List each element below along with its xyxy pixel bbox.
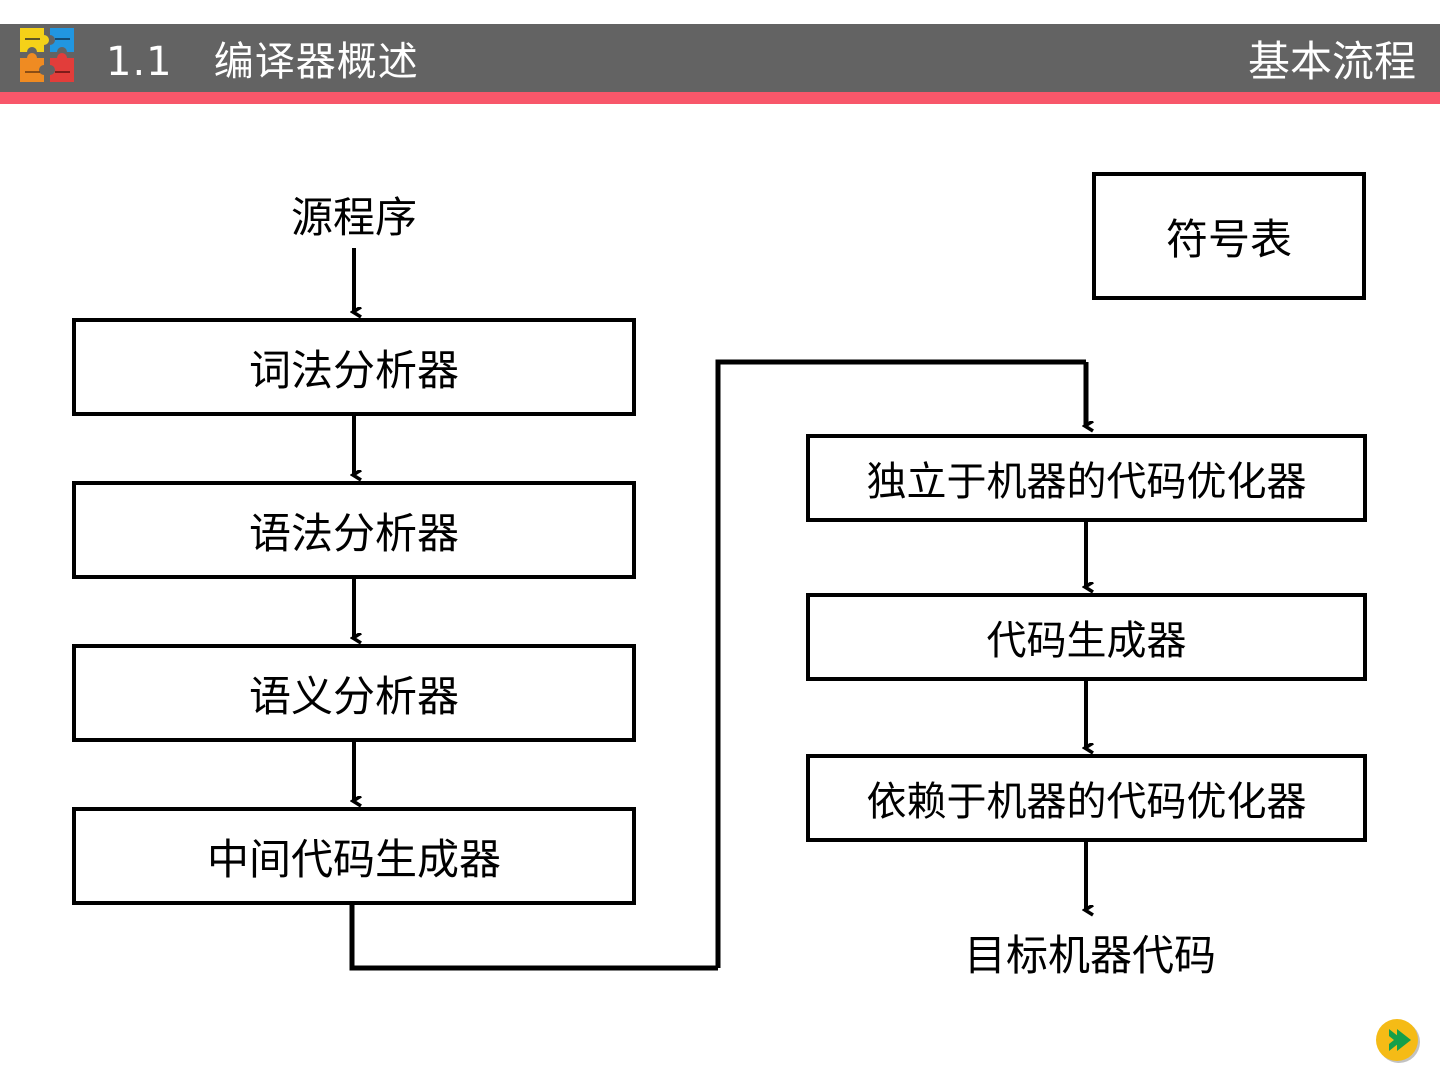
slide-header-bar [0,24,1440,92]
source-program-label: 源程序 [290,192,417,242]
flow-box-intermediate-code-generator[interactable]: 中间代码生成器 [72,807,636,905]
target-machine-code-label: 目标机器代码 [963,930,1216,980]
flow-box-machine-independent-optimizer[interactable]: 独立于机器的代码优化器 [806,434,1367,522]
flow-box-syntax-analyzer[interactable]: 语法分析器 [72,481,636,579]
header-accent-stripe [0,92,1440,104]
puzzle-logo-icon [16,24,82,90]
page-title: 1.1 编译器概述 [106,39,419,85]
chevron-right-icon [1376,1019,1420,1063]
next-slide-button[interactable] [1374,1017,1422,1065]
page-subtitle: 基本流程 [1247,36,1416,86]
flow-box-code-generator[interactable]: 代码生成器 [806,593,1367,681]
flow-box-lexical-analyzer[interactable]: 词法分析器 [72,318,636,416]
flowchart-connectors [349,248,1440,971]
flow-box-symbol-table[interactable]: 符号表 [1092,172,1366,300]
compiler-flowchart: 源程序 目标机器代码 词法分析器 语法分析器 语义分析器 中间代码生成器 符号表… [0,104,1440,1080]
flow-box-machine-dependent-optimizer[interactable]: 依赖于机器的代码优化器 [806,754,1367,842]
flow-box-semantic-analyzer[interactable]: 语义分析器 [72,644,636,742]
